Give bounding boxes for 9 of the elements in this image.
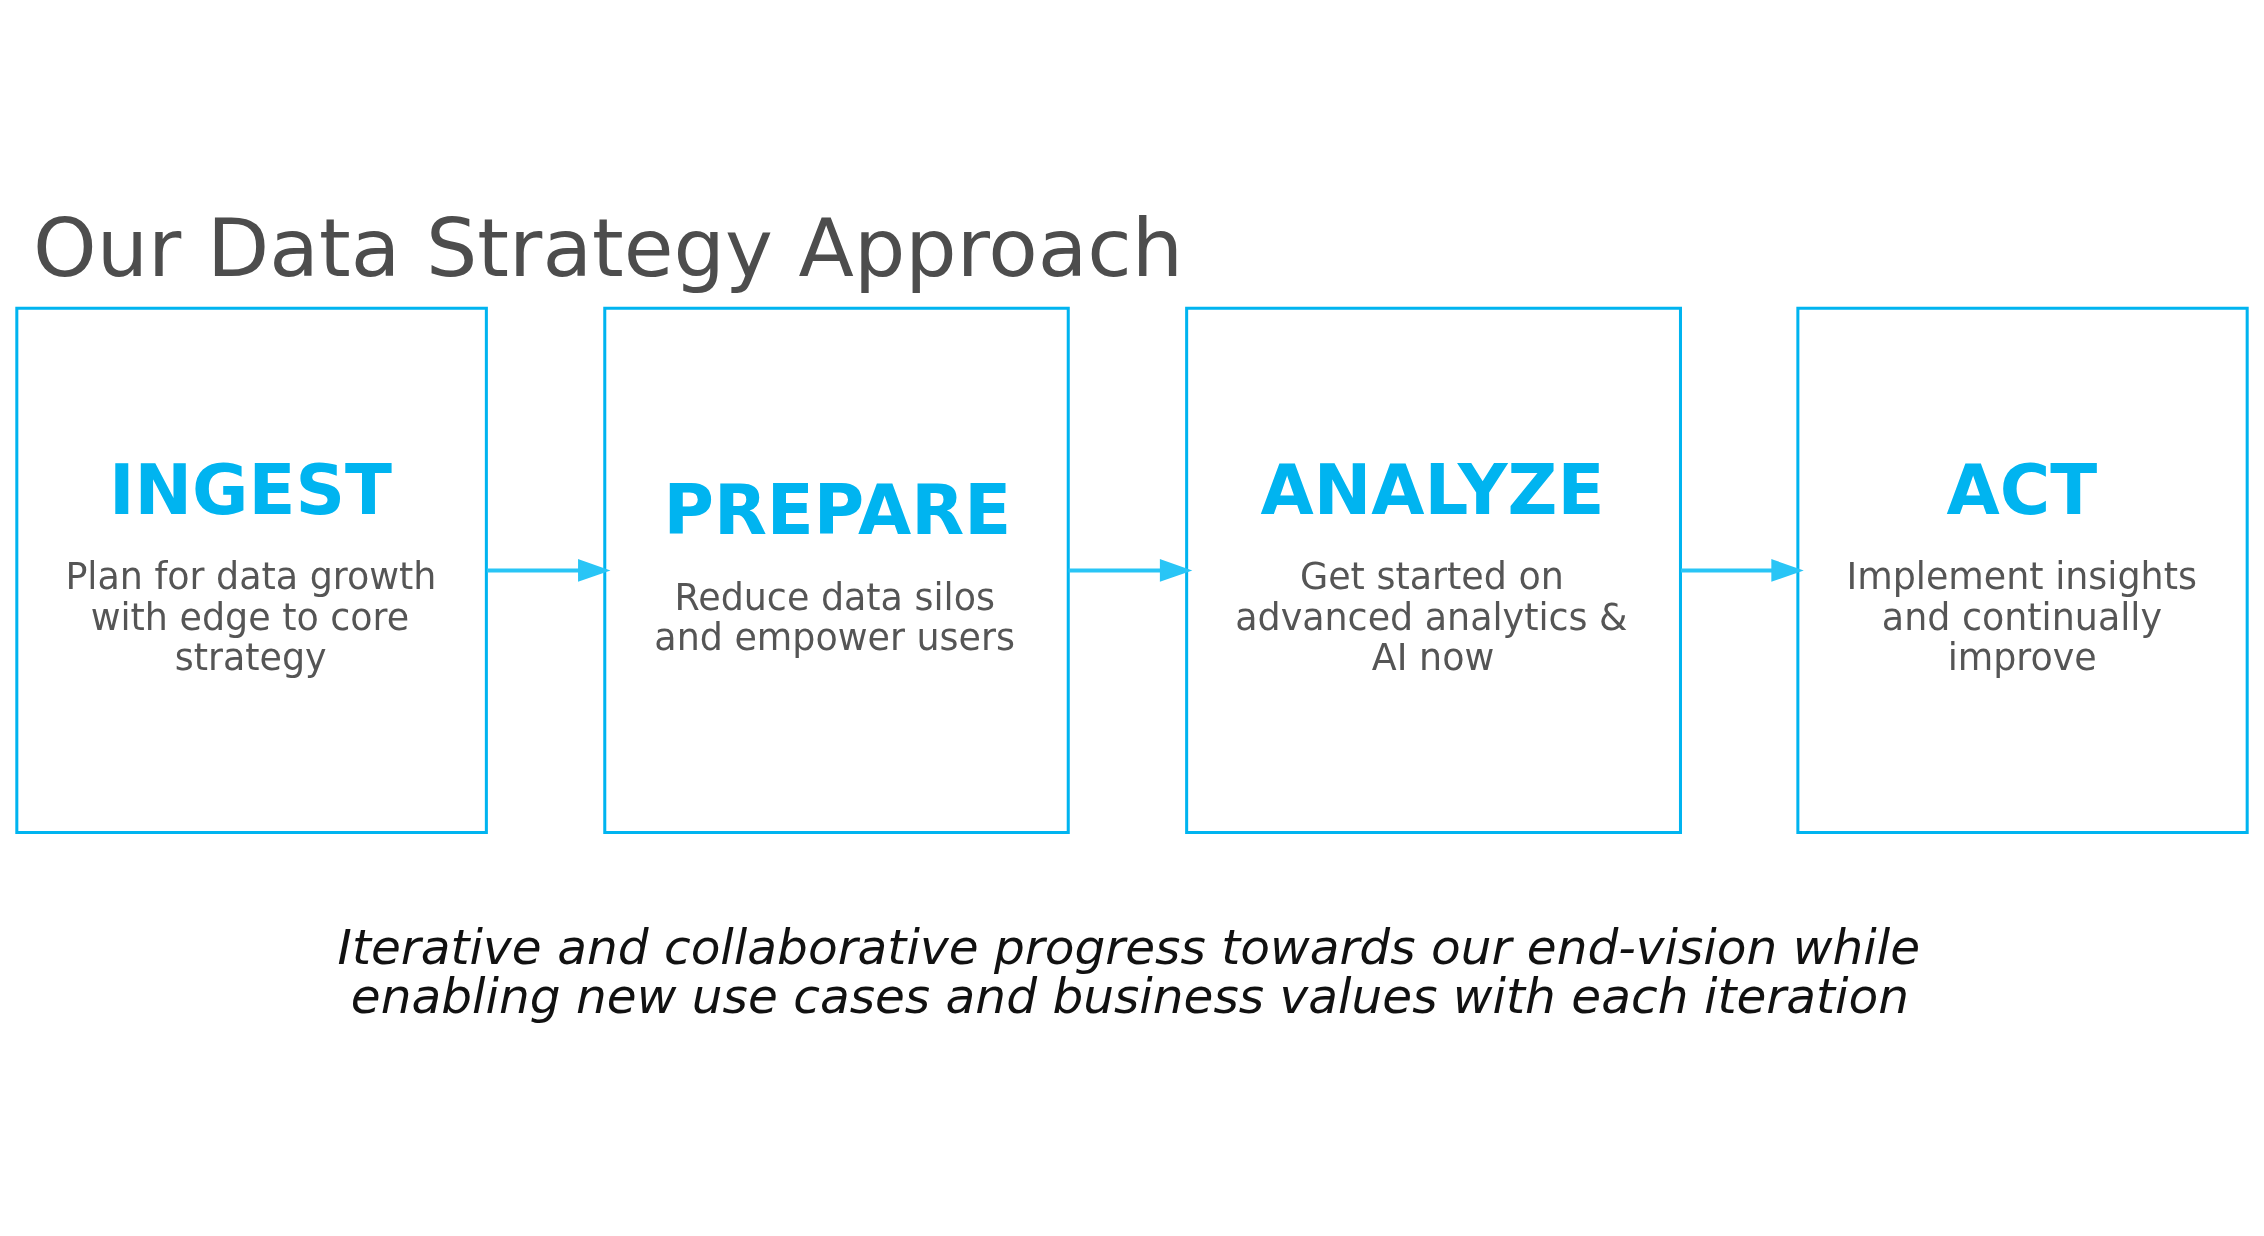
arrow (1680, 559, 1804, 582)
arrow (486, 559, 611, 582)
caption: Iterative and collaborative progress towards our end-vision while enabling new use cases and business values with each iteration (337, 919, 1921, 1025)
node-box: INGEST Plan for data growth with edge to core strategy (15, 306, 488, 835)
diagram-title: Our Data Strategy Approach (33, 200, 1184, 295)
arrow (1068, 559, 1193, 582)
node-box: PREPARE Reduce data silos and empower users (603, 306, 1070, 835)
node-box: ACT Implement insights and continually improve (1796, 306, 2249, 835)
node-box: ANALYZE Get started on advanced analytics & AI now (1185, 306, 1682, 835)
